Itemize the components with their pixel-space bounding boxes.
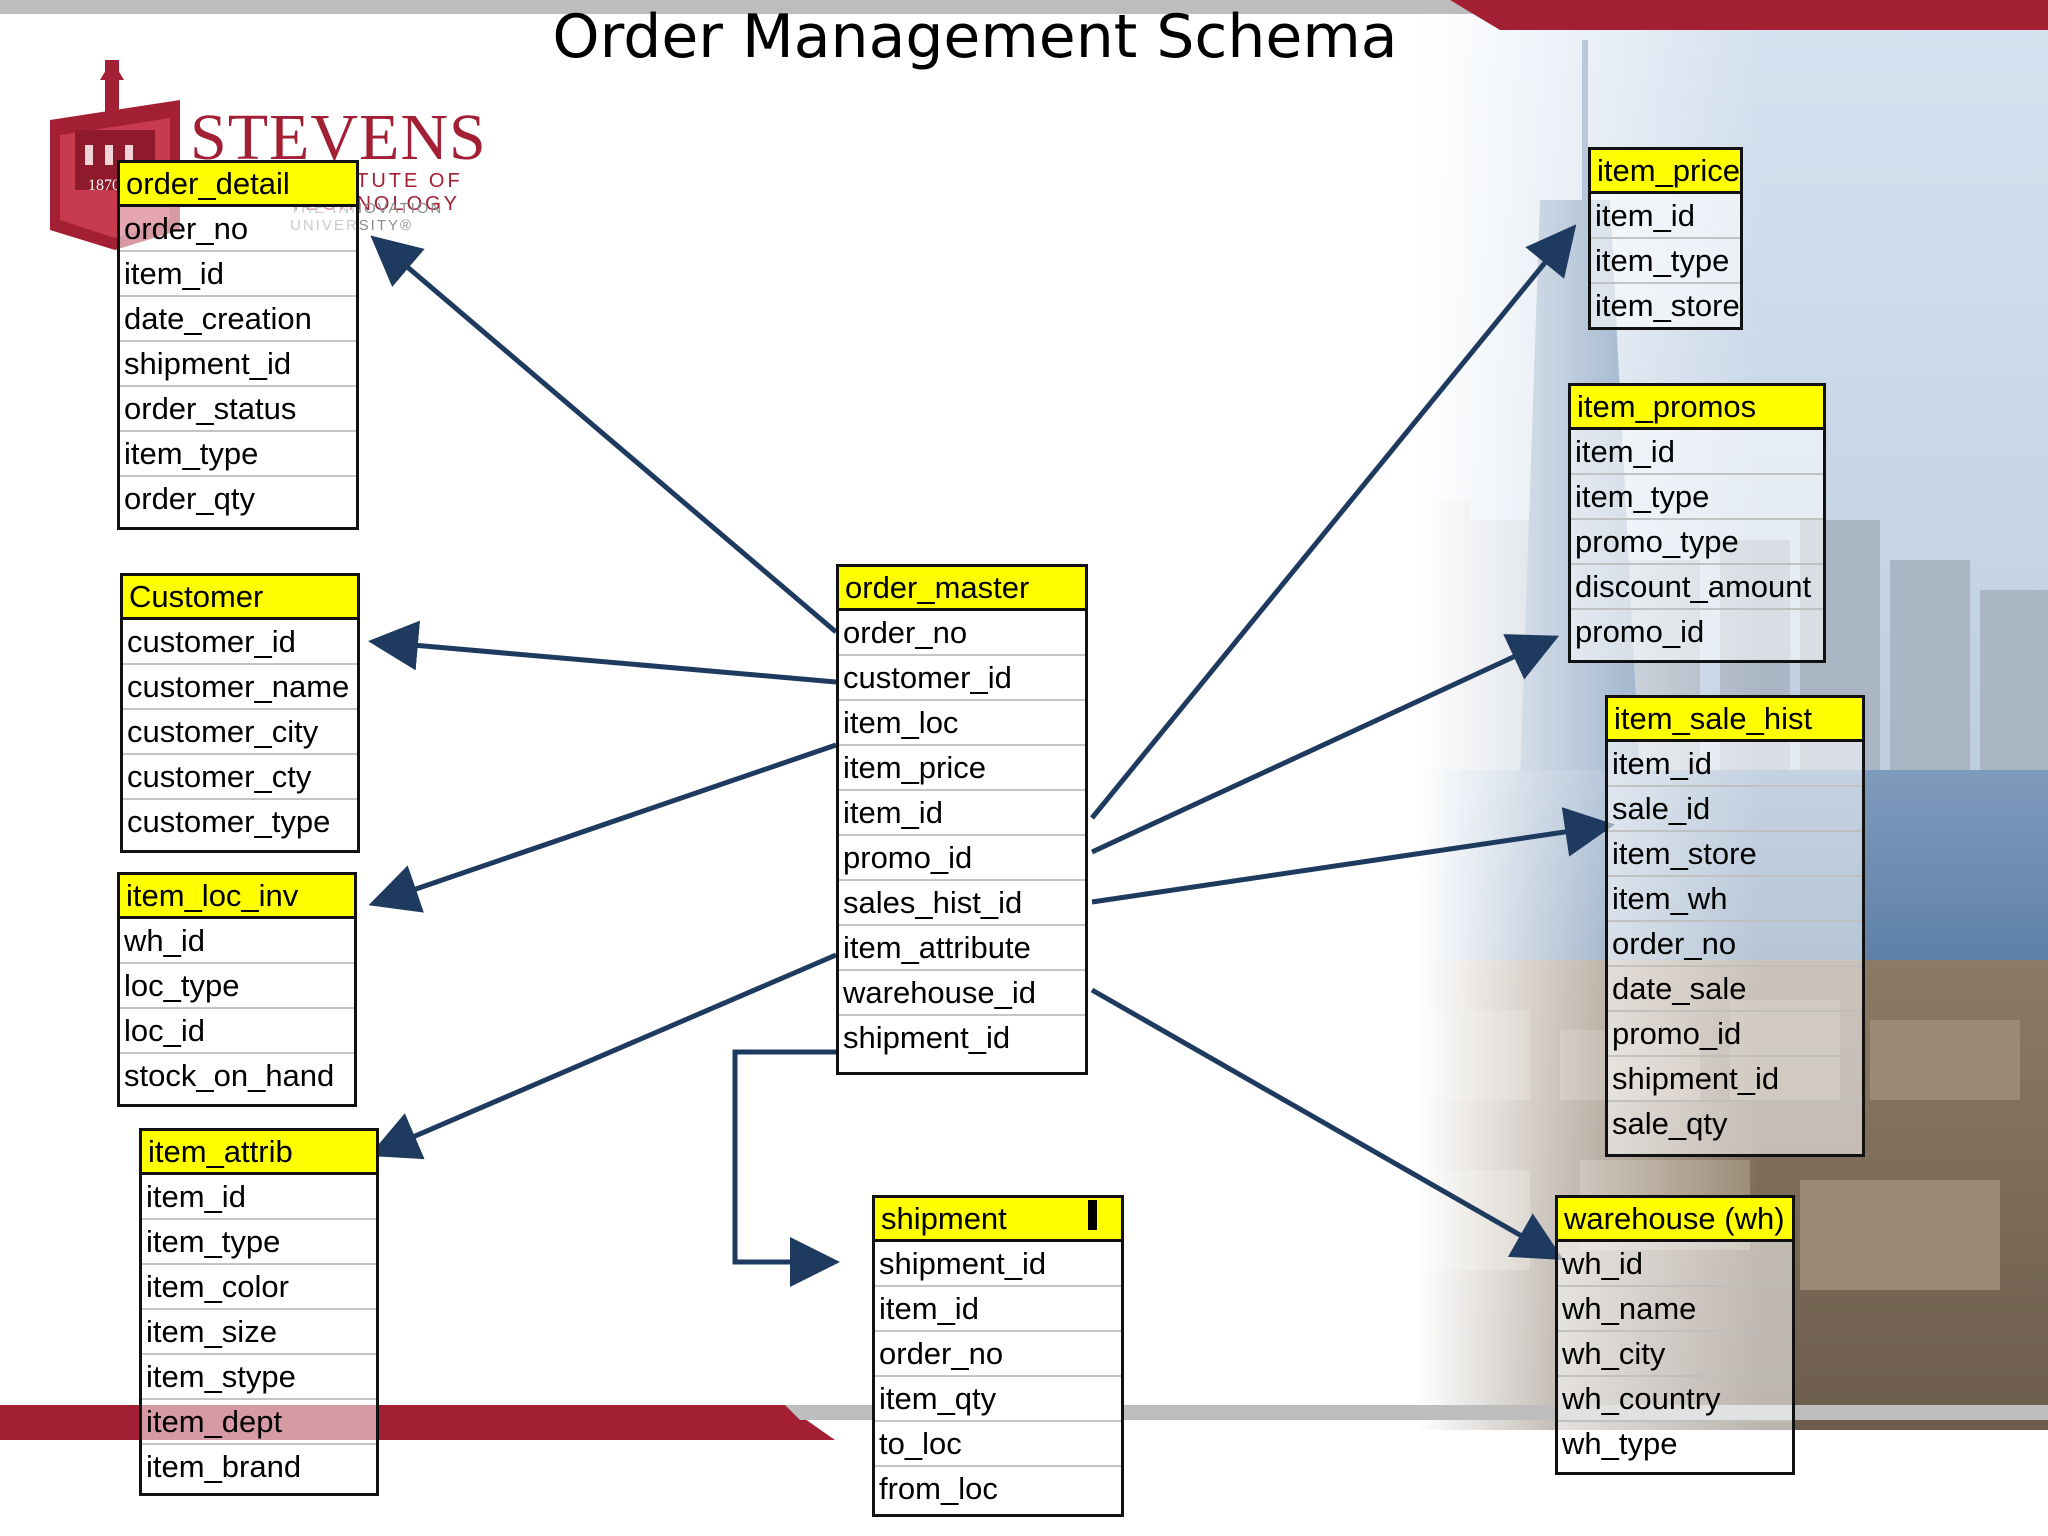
field-row: sales_hist_id xyxy=(839,881,1085,926)
field-row: order_no xyxy=(839,611,1085,656)
field-row: shipment_id xyxy=(1608,1057,1862,1102)
page-title: Order Management Schema xyxy=(552,2,1398,72)
field-row: item_type xyxy=(1571,475,1823,520)
field-row: customer_name xyxy=(123,665,357,710)
table-header: order_master xyxy=(839,567,1085,611)
table-order-master[interactable]: order_master order_no customer_id item_l… xyxy=(836,564,1088,1075)
field-row: wh_city xyxy=(1558,1332,1792,1377)
field-row: sale_id xyxy=(1608,787,1862,832)
field-row: loc_id xyxy=(120,1009,354,1054)
field-row: customer_type xyxy=(127,804,331,839)
field-row: warehouse_id xyxy=(839,971,1085,1016)
table-header: item_attrib xyxy=(142,1131,376,1175)
field-row: wh_country xyxy=(1558,1377,1792,1422)
table-header: item_promos xyxy=(1571,386,1823,430)
field-row: shipment_id xyxy=(875,1242,1121,1287)
field-row: loc_type xyxy=(120,964,354,1009)
table-item-price[interactable]: item_price item_id item_type item_store xyxy=(1588,147,1743,330)
field-row: item_stype xyxy=(142,1355,376,1400)
field-row: item_id xyxy=(839,791,1085,836)
field-row: date_sale xyxy=(1608,967,1862,1012)
field-row: order_status xyxy=(120,387,356,432)
field-row: date_creation xyxy=(120,297,356,342)
field-row: item_qty xyxy=(875,1377,1121,1422)
field-row: item_id xyxy=(120,252,356,297)
table-customer[interactable]: Customer customer_id customer_name custo… xyxy=(120,573,360,853)
field-row: item_id xyxy=(1591,194,1740,239)
field-row: item_dept xyxy=(142,1400,376,1445)
table-warehouse[interactable]: warehouse (wh) wh_id wh_name wh_city wh_… xyxy=(1555,1195,1795,1475)
table-item-promos[interactable]: item_promos item_id item_type promo_type… xyxy=(1568,383,1826,663)
field-row: order_no xyxy=(875,1332,1121,1377)
field-row: customer_city xyxy=(123,710,357,755)
field-row: item_loc xyxy=(839,701,1085,746)
table-item-loc-inv[interactable]: item_loc_inv wh_id loc_type loc_id stock… xyxy=(117,872,357,1107)
field-row: promo_type xyxy=(1571,520,1823,565)
field-row: wh_name xyxy=(1558,1287,1792,1332)
field-row: sale_qty xyxy=(1612,1106,1728,1141)
field-row: order_no xyxy=(120,207,356,252)
field-row: customer_id xyxy=(123,620,357,665)
field-row: item_id xyxy=(1571,430,1823,475)
field-row: item_brand xyxy=(146,1449,302,1484)
field-row: promo_id xyxy=(1575,614,1705,649)
field-row: item_store xyxy=(1595,288,1740,323)
castle-icon: 1870 xyxy=(50,60,180,250)
table-header: shipment xyxy=(875,1198,1121,1242)
table-order-detail[interactable]: order_detail order_no item_id date_creat… xyxy=(117,160,359,530)
field-row: item_id xyxy=(1608,742,1862,787)
field-row: discount_amount xyxy=(1571,565,1823,610)
field-row: promo_id xyxy=(1608,1012,1862,1057)
field-row: order_no xyxy=(1608,922,1862,967)
field-row: wh_type xyxy=(1562,1426,1678,1461)
field-row: item_id xyxy=(875,1287,1121,1332)
field-row: to_loc xyxy=(875,1422,1121,1467)
table-shipment[interactable]: shipment shipment_id item_id order_no it… xyxy=(872,1195,1124,1517)
table-header: warehouse (wh) xyxy=(1558,1198,1792,1242)
table-header: item_loc_inv xyxy=(120,875,354,919)
field-row: item_color xyxy=(142,1265,376,1310)
table-header: item_sale_hist xyxy=(1608,698,1862,742)
table-header: order_detail xyxy=(120,163,356,207)
field-row: stock_on_hand xyxy=(124,1058,335,1093)
field-row: shipment_id xyxy=(120,342,356,387)
field-row: shipment_id xyxy=(843,1020,1011,1055)
field-row: promo_id xyxy=(839,836,1085,881)
table-item-attrib[interactable]: item_attrib item_id item_type item_color… xyxy=(139,1128,379,1496)
field-row: item_price xyxy=(839,746,1085,791)
field-row: item_type xyxy=(142,1220,376,1265)
table-header: item_price xyxy=(1591,150,1740,194)
svg-text:1870: 1870 xyxy=(88,177,120,194)
field-row: item_type xyxy=(1591,239,1740,284)
field-row: item_type xyxy=(120,432,356,477)
field-row: from_loc xyxy=(879,1471,998,1506)
table-header: Customer xyxy=(123,576,357,620)
field-row: order_qty xyxy=(124,481,255,516)
field-row: item_wh xyxy=(1608,877,1862,922)
field-row: customer_cty xyxy=(123,755,357,800)
cursor-bar-icon xyxy=(1088,1200,1097,1230)
field-row: item_id xyxy=(142,1175,376,1220)
table-item-sale-hist[interactable]: item_sale_hist item_id sale_id item_stor… xyxy=(1605,695,1865,1157)
field-row: item_size xyxy=(142,1310,376,1355)
field-row: item_store xyxy=(1608,832,1862,877)
field-row: customer_id xyxy=(839,656,1085,701)
field-row: wh_id xyxy=(120,919,354,964)
field-row: wh_id xyxy=(1558,1242,1792,1287)
field-row: item_attribute xyxy=(839,926,1085,971)
